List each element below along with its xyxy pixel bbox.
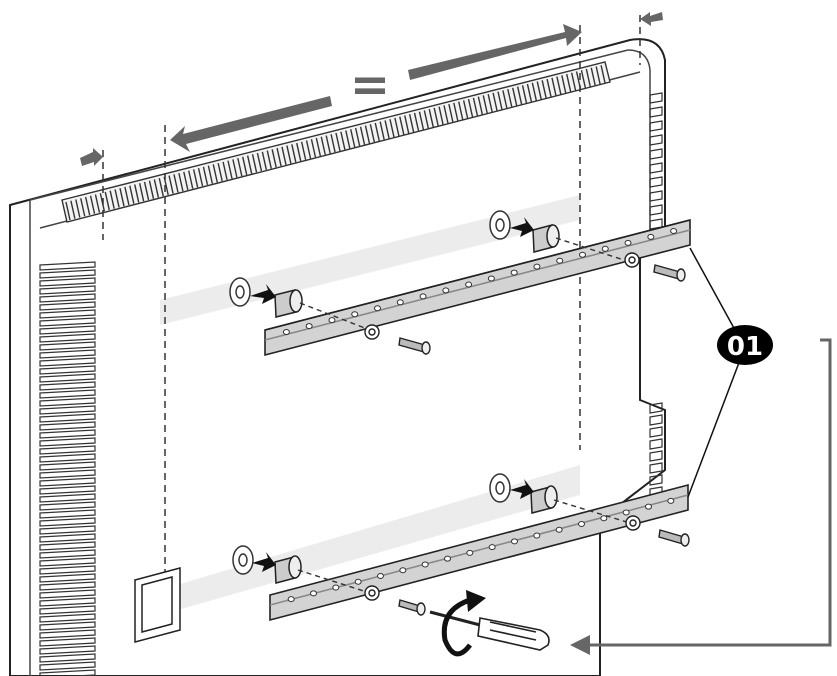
callout-label: 01 [727,332,763,362]
equal-spacing-arrows [80,12,663,166]
measure-arrow-icon [80,148,103,166]
screwdriver-icon [429,610,550,651]
left-vent-grille [39,261,96,676]
center-guide-lines [102,15,641,630]
bottom-port-box [134,567,181,643]
insert-arrows [250,217,534,572]
top-vent-grille [61,61,611,223]
return-arrow [570,338,832,655]
upper-mounting-rail [264,218,691,357]
equal-sign: = [350,57,390,113]
spacer-icon [274,224,560,584]
measure-arrow-icon [408,24,582,80]
measure-arrow-icon [640,12,663,26]
callout-01: 01 [717,325,773,365]
screw-paths [297,237,631,594]
vesa-holes [229,210,511,575]
measure-arrow-icon [170,96,332,152]
rail-washers [364,252,641,601]
screw-icon [398,264,690,616]
right-vent-grille [649,92,663,498]
rotation-arrow-icon [441,590,486,657]
callout-leaders [687,247,741,498]
